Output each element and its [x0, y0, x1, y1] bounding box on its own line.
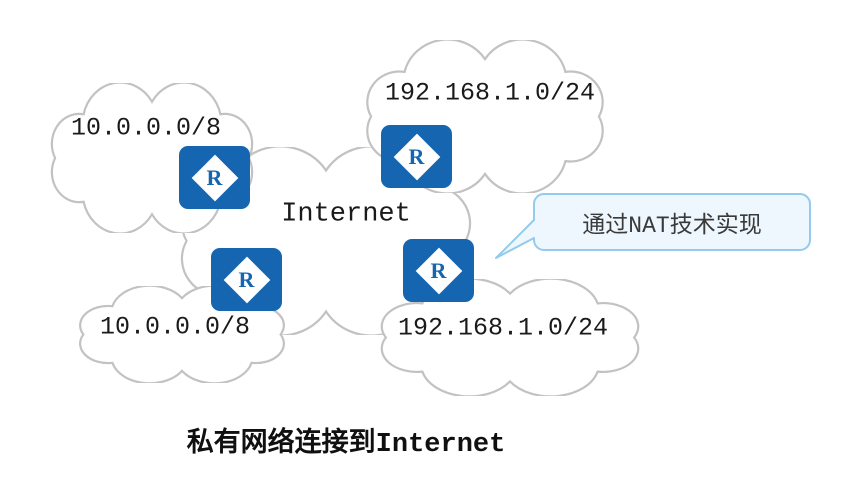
network-label-bottom-left: 10.0.0.0/8: [99, 312, 251, 342]
router-icon-bottom-left: R: [211, 248, 282, 311]
nat-callout-text: 通过NAT技术实现: [582, 213, 762, 239]
cloud-outline: [382, 279, 638, 396]
router-icon-bottom-right: R: [403, 239, 474, 302]
callout-shape: [495, 193, 811, 259]
network-label-top-right: 192.168.1.0/24: [384, 78, 596, 108]
network-label-bottom-right: 192.168.1.0/24: [397, 313, 609, 343]
diagram-caption: 私有网络连接到Internet: [186, 430, 506, 460]
router-letter: R: [206, 164, 223, 190]
private-network-cloud-bottom-right: [364, 279, 656, 396]
router-icon-top-right: R: [381, 125, 452, 188]
network-label-top-left: 10.0.0.0/8: [70, 113, 222, 143]
router-letter: R: [430, 257, 447, 283]
router-letter: R: [238, 266, 255, 292]
internet-label: Internet: [281, 199, 411, 230]
nat-callout-bubble: [495, 193, 811, 259]
cloud-shape: [364, 279, 656, 396]
router-icon-top-left: R: [179, 146, 250, 209]
router-letter: R: [408, 143, 425, 169]
